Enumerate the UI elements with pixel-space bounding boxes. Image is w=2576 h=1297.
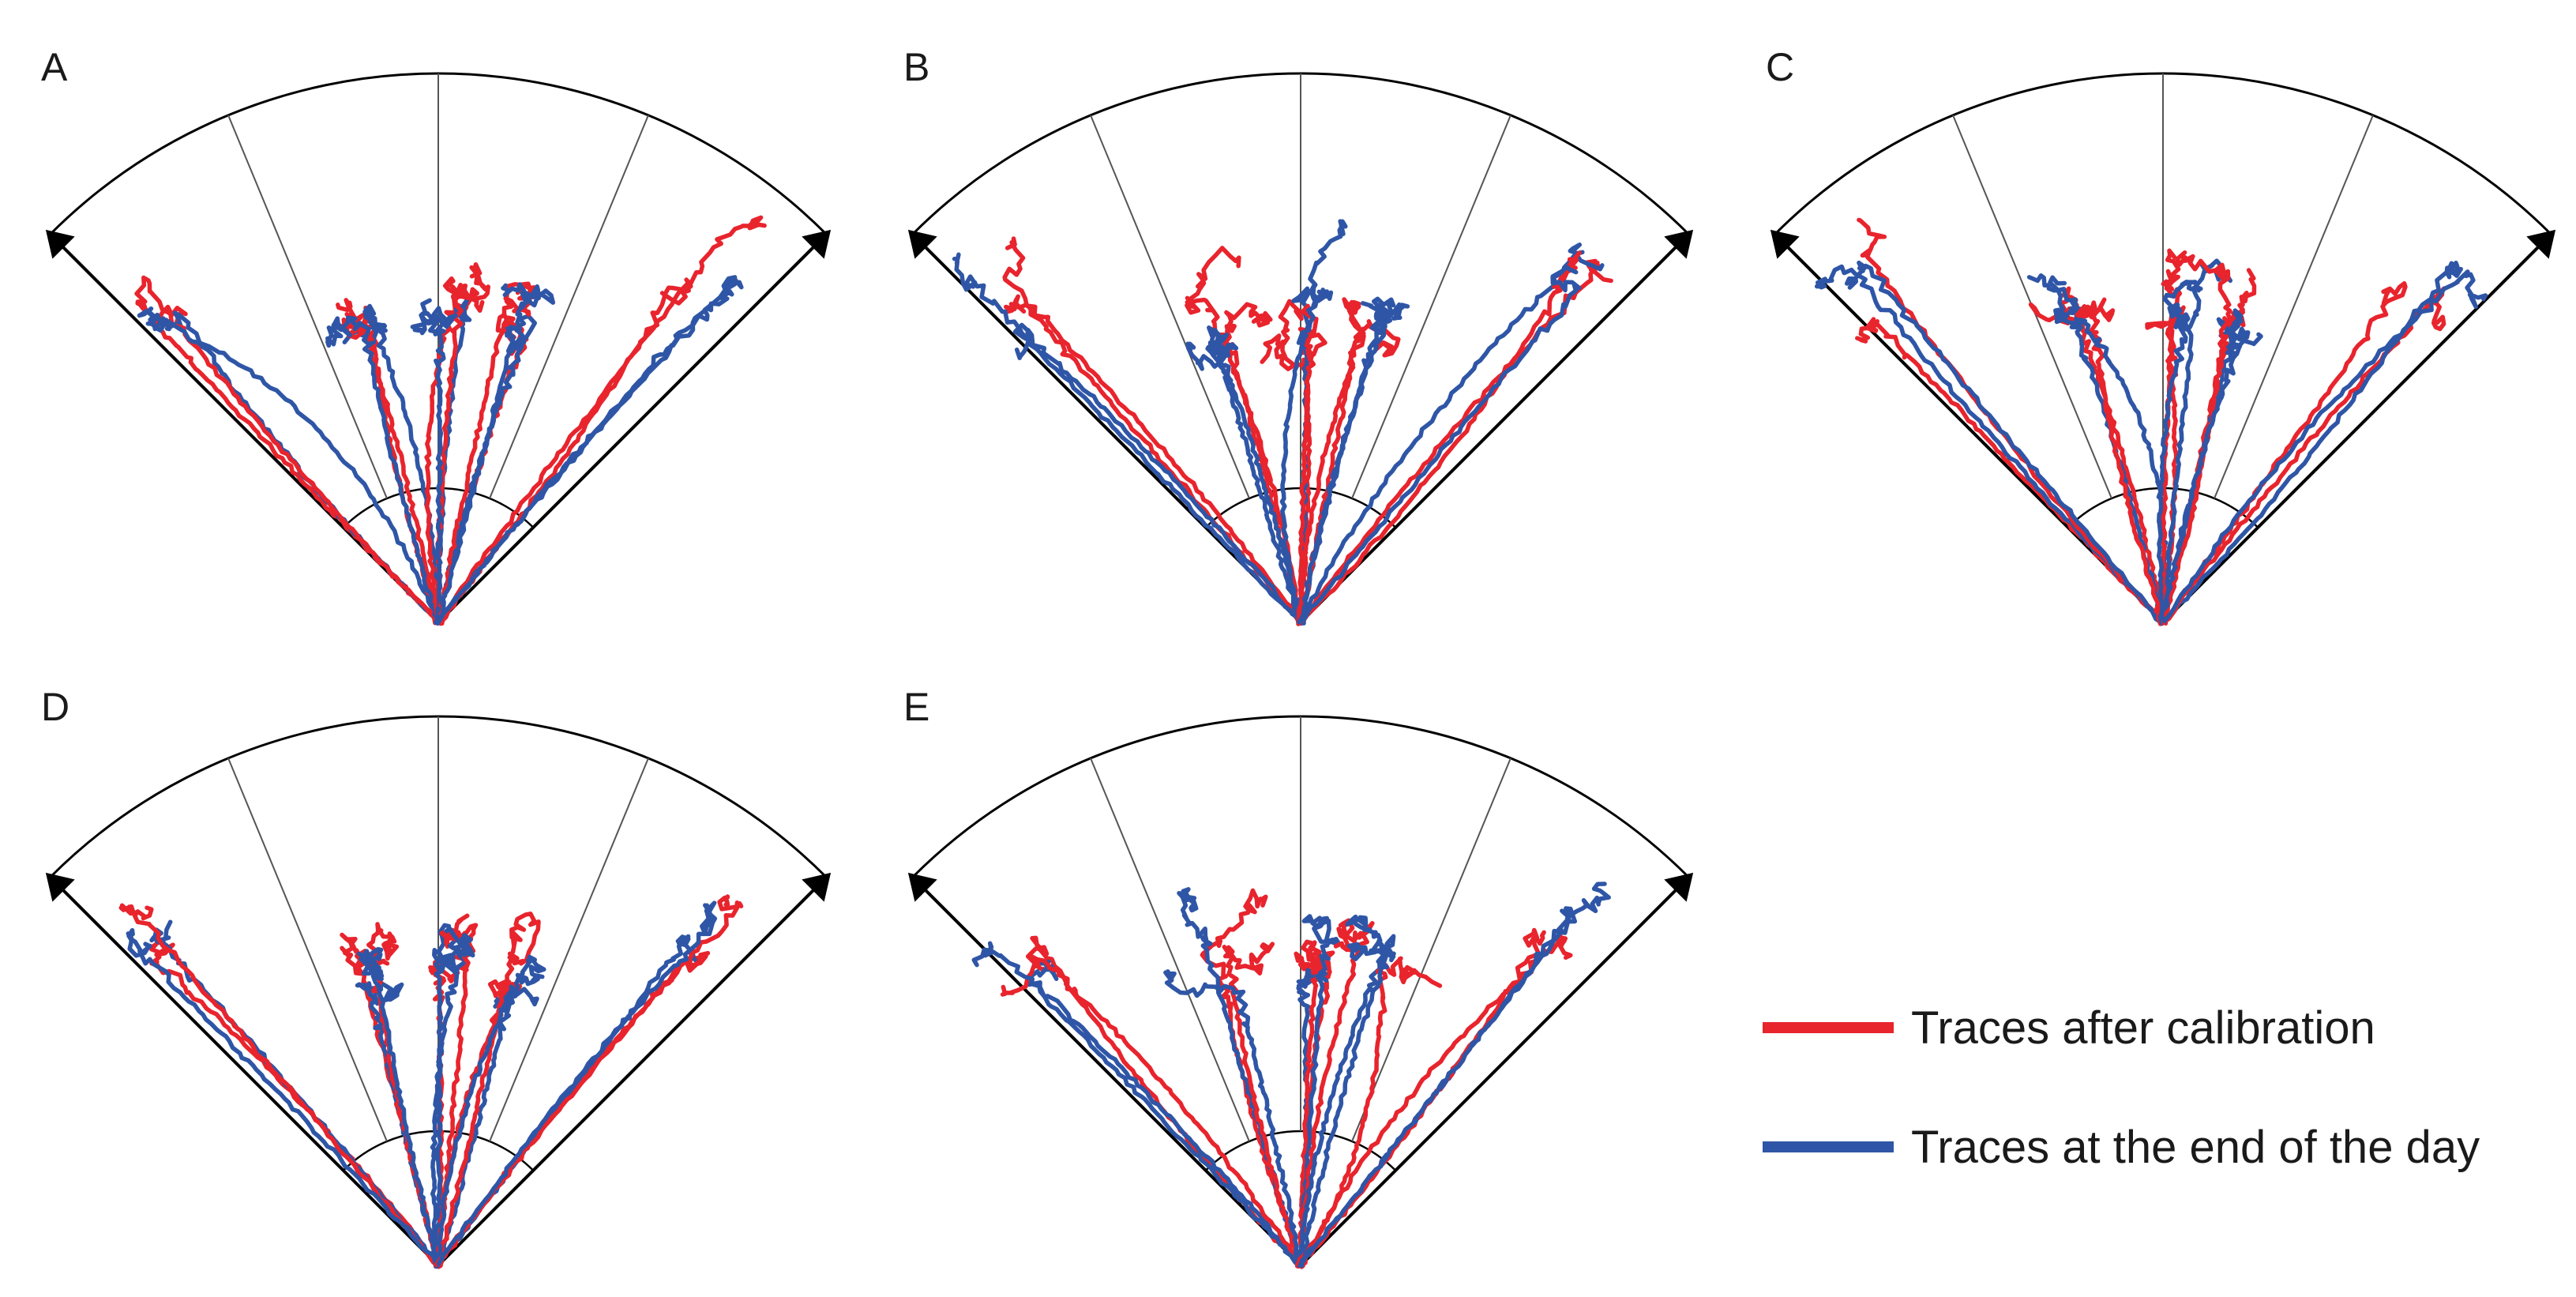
trace-after-calibration (1300, 258, 1613, 623)
trace-end-of-day (1299, 914, 1396, 1268)
trace-end-of-day (430, 927, 475, 1269)
panels-layer (45, 72, 2556, 1269)
trace-after-calibration (438, 215, 767, 625)
right-axis-arrow (437, 872, 832, 1267)
trace-after-calibration (1002, 236, 1304, 626)
outer-arc (49, 715, 828, 878)
panel-letter-d: D (41, 685, 69, 729)
sector-divider (227, 115, 388, 499)
panel-d (45, 715, 832, 1269)
trace-end-of-day (435, 275, 738, 626)
trace-end-of-day (1297, 940, 1396, 1268)
trace-after-calibration (424, 262, 490, 626)
trace-end-of-day (2160, 260, 2463, 624)
right-axis-arrow (1299, 872, 1694, 1267)
panel-a (45, 72, 832, 626)
sector-divider (489, 758, 649, 1142)
panel-letter-a: A (41, 45, 68, 89)
trace-end-of-day (2161, 269, 2488, 624)
trace-after-calibration (2160, 250, 2232, 626)
trace-end-of-day (2156, 280, 2197, 626)
panel-letter-b: B (903, 45, 929, 89)
right-axis-arrow (2161, 229, 2556, 624)
trace-end-of-day (2161, 258, 2233, 625)
trace-end-of-day (1297, 265, 1582, 625)
outer-arc (1774, 72, 2552, 235)
trace-end-of-day (432, 923, 468, 1269)
trace-end-of-day (342, 303, 441, 625)
trace-end-of-day (1844, 260, 2162, 624)
legend: Traces after calibration Traces at the e… (1763, 1002, 2480, 1173)
trace-after-calibration (1000, 957, 1303, 1267)
trace-after-calibration (1297, 250, 1582, 625)
trace-after-calibration (1295, 927, 1546, 1267)
trace-end-of-day (1163, 969, 1302, 1268)
trace-end-of-day (325, 315, 441, 625)
trace-end-of-day (137, 306, 440, 624)
sector-divider (1090, 115, 1250, 499)
trace-after-calibration (134, 275, 441, 625)
trace-end-of-day (1185, 340, 1301, 626)
trace-end-of-day (1012, 322, 1305, 625)
trace-after-calibration (438, 281, 536, 626)
trace-after-calibration (118, 903, 440, 1268)
outer-arc (49, 72, 828, 235)
trace-end-of-day (436, 900, 718, 1266)
trace-end-of-day (1205, 325, 1305, 626)
sector-divider (1351, 758, 1511, 1142)
right-axis-arrow (1299, 229, 1694, 624)
outer-arc (911, 72, 1690, 235)
sector-divider (1351, 115, 1511, 499)
trace-after-calibration (1857, 217, 2168, 623)
inner-arc (1204, 1130, 1397, 1171)
trace-end-of-day (410, 298, 458, 626)
trace-after-calibration (2075, 297, 2163, 626)
trace-end-of-day (1299, 296, 1410, 625)
panel-b (907, 72, 1694, 626)
sector-divider (1090, 758, 1250, 1142)
right-axis-arrow (437, 229, 832, 624)
trace-end-of-day (971, 941, 1300, 1267)
trace-end-of-day (1297, 906, 1578, 1269)
sector-divider (227, 758, 388, 1142)
left-axis-arrow (907, 872, 1302, 1267)
left-axis-arrow (45, 872, 440, 1267)
trace-after-calibration (1185, 246, 1305, 626)
trace-end-of-day (2159, 326, 2263, 626)
trace-after-calibration (1294, 933, 1573, 1269)
trace-end-of-day (952, 252, 1305, 626)
panel-c (1770, 72, 2556, 626)
panel-letter-c: C (1766, 45, 1794, 89)
sector-divider (489, 115, 649, 499)
trace-after-calibration (437, 912, 541, 1269)
trace-end-of-day (435, 954, 546, 1268)
panel-e (907, 715, 1694, 1269)
panel-letter-e: E (903, 685, 929, 729)
sector-divider (2214, 115, 2374, 499)
trace-after-calibration (1260, 299, 1319, 624)
trace-after-calibration (1855, 317, 2164, 625)
trace-end-of-day (126, 927, 441, 1269)
trace-end-of-day (1279, 286, 1334, 624)
trace-after-calibration (1297, 939, 1324, 1269)
legend-label-end-of-day: Traces at the end of the day (1911, 1122, 2480, 1173)
legend-label-after-calibration: Traces after calibration (1911, 1002, 2375, 1054)
trace-after-calibration (1222, 942, 1302, 1269)
trace-end-of-day (356, 946, 443, 1266)
trace-end-of-day (438, 282, 556, 624)
outer-arc (911, 715, 1690, 878)
